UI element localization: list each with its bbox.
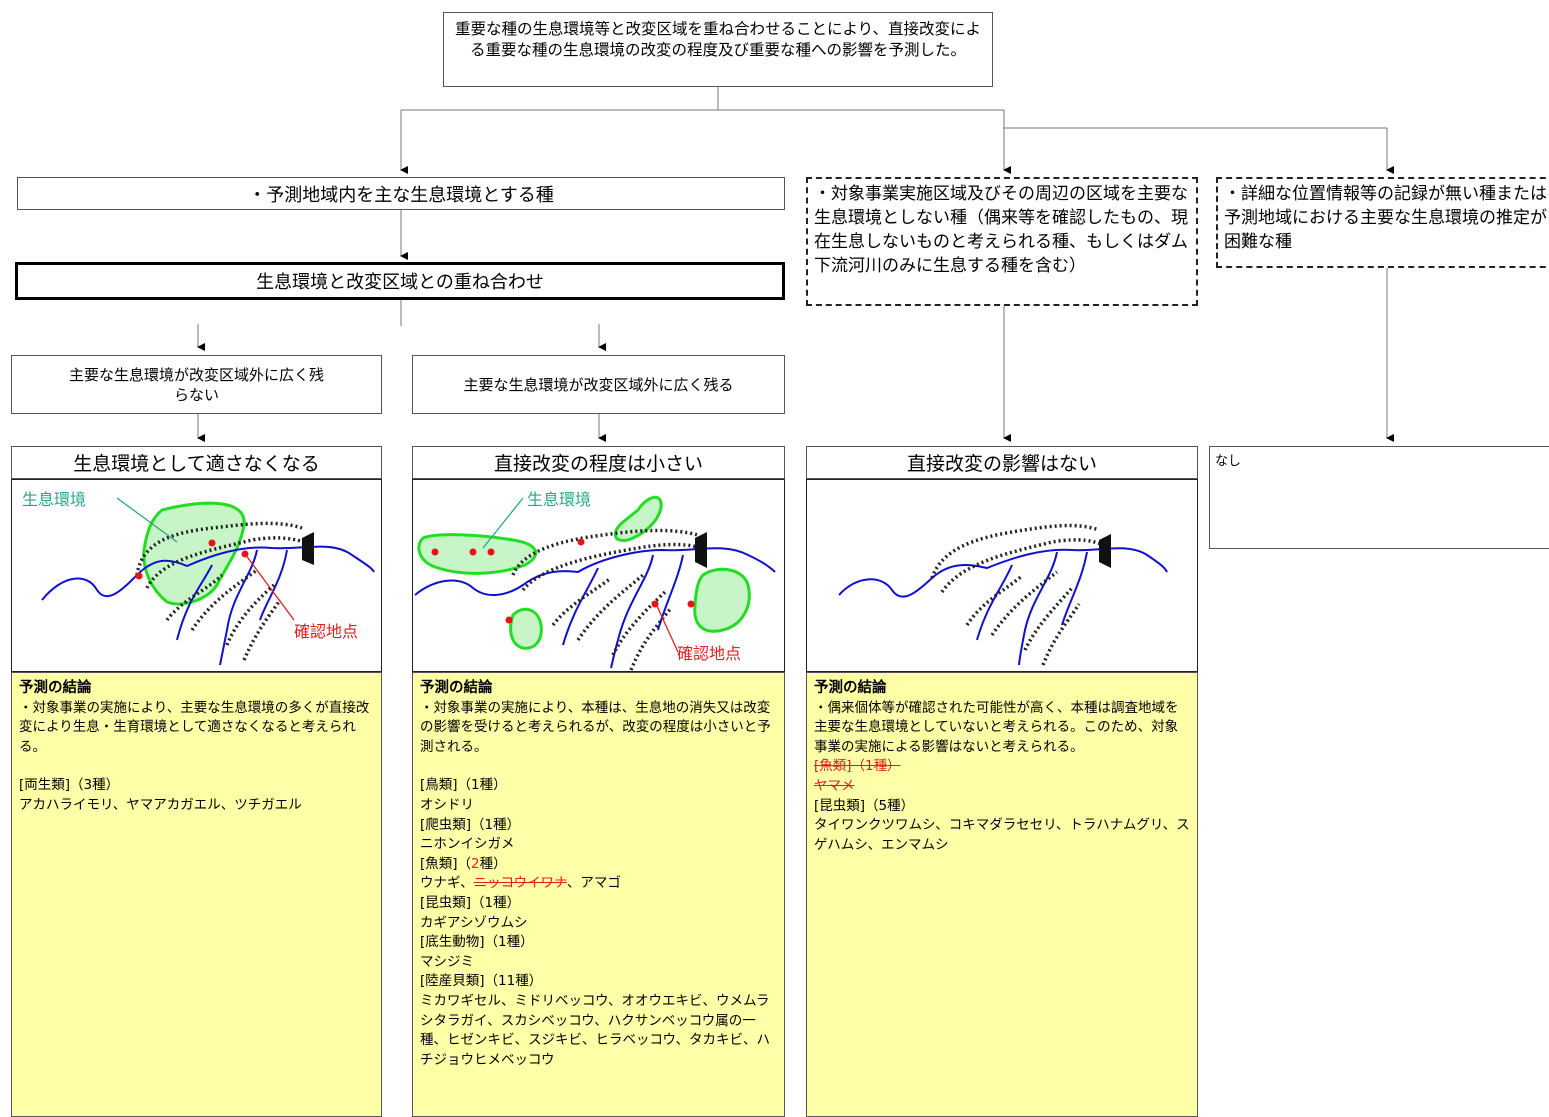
col3-result: 予測の結論 ・偶来個体等が確認された可能性が高く、本種は調査地域を主要な生息環境…	[806, 672, 1198, 1117]
col2-header-label: 直接改変の程度は小さい	[493, 453, 703, 475]
species-land-snails: ミカワギセル、ミドリベッコウ、オオウエキビ、ウメムラシタラガイ、スカシベッコウ、…	[420, 992, 771, 1068]
point-leader-line	[244, 553, 295, 621]
conclusion-text: ・対象事業の実施により、本種は、生息地の消失又は改変の影響を受けると考えられるが…	[420, 699, 771, 755]
habitat-label: 生息環境	[527, 490, 592, 509]
dam	[302, 532, 314, 565]
habitat-leader-line	[116, 497, 178, 543]
habitat-area	[509, 607, 543, 650]
species-insects: タイワンクツワムシ、コキマダラセセリ、トラハナムグリ、スゲハムシ、エンマムシ	[814, 817, 1190, 853]
col3-header: 直接改変の影響はない	[806, 446, 1198, 479]
col4-none-label: なし	[1215, 454, 1242, 469]
col1-map	[41, 497, 375, 666]
group-amphibians: [両生類]（3種）	[19, 777, 120, 794]
species-reptiles: ニホンイシガメ	[420, 836, 515, 853]
species-fish-deleted: ニッコウイワナ	[473, 875, 567, 892]
observation-point	[687, 600, 695, 608]
species-fish-2: 、アマゴ	[566, 875, 621, 892]
branch-outside-label: ・対象事業実施区域及びその周辺の区域を主要な生息環境としない種（偶来等を確認した…	[814, 184, 1188, 276]
river-branches	[976, 551, 1088, 666]
observation-point-label: 確認地点	[294, 622, 359, 641]
habitat-area	[693, 567, 751, 633]
group-fish-deleted: [魚類]（1種）	[814, 758, 901, 775]
col4-box: なし	[1209, 446, 1549, 549]
conclusion-title: 予測の結論	[814, 680, 887, 696]
col2-result: 予測の結論 ・対象事業の実施により、本種は、生息地の消失又は改変の影響を受けると…	[412, 672, 785, 1117]
conclusion-text: ・対象事業の実施により、主要な生息環境の多くが直接改変により生息・生育環境として…	[19, 699, 370, 755]
col1-header-label: 生息環境として適さなくなる	[73, 453, 320, 475]
method-description-box: 重要な種の生息環境等と改変区域を重ね合わせることにより、直接改変による重要な種の…	[443, 12, 993, 87]
observation-point	[487, 548, 495, 556]
col2-map	[414, 495, 776, 671]
col2-header: 直接改変の程度は小さい	[412, 446, 785, 479]
species-fish-deleted: ヤマメ	[814, 777, 855, 794]
river-main	[838, 547, 1168, 598]
point-leader-line	[656, 605, 679, 653]
observation-point	[135, 572, 143, 580]
observation-point	[577, 538, 585, 546]
overlay-box: 生息環境と改変区域との重ね合わせ	[15, 262, 785, 300]
overlay-label: 生息環境と改変区域との重ね合わせ	[256, 272, 544, 293]
group-insects: [昆虫類]（1種）	[420, 894, 521, 911]
modification-boundary	[135, 521, 305, 661]
river-branches	[176, 549, 288, 666]
modification-boundary	[511, 528, 701, 671]
col2-illustration: 生息環境 確認地点	[412, 479, 785, 672]
col1-illustration: 生息環境 確認地点	[11, 479, 382, 672]
group-fish-suffix: 種）	[479, 855, 507, 872]
group-fish-count: 2	[471, 855, 480, 872]
river-branches	[562, 554, 684, 669]
observation-point	[505, 616, 513, 624]
conclusion-text: ・偶来個体等が確認された可能性が高く、本種は調査地域を主要な生息環境としていない…	[814, 699, 1179, 755]
branch-unknown-label: ・詳細な位置情報等の記録が無い種または予測地域における主要な生息環境の推定が困難…	[1224, 184, 1547, 252]
species-insects: カギアシゾウムシ	[420, 914, 528, 931]
observation-point	[431, 548, 439, 556]
group-birds: [鳥類]（1種）	[420, 777, 507, 794]
condition-remain: 主要な生息環境が改変区域外に広く残る	[412, 355, 785, 414]
method-description: 重要な種の生息環境等と改変区域を重ね合わせることにより、直接改変による重要な種の…	[454, 20, 982, 59]
observation-point-label: 確認地点	[677, 644, 742, 663]
habitat-label: 生息環境	[22, 490, 87, 509]
species-benthos: マシジミ	[420, 953, 474, 970]
col3-illustration	[806, 479, 1198, 672]
dam	[695, 532, 707, 568]
river-main	[414, 547, 776, 596]
condition-not-remain: 主要な生息環境が改変区域外に広く残らない	[11, 355, 382, 414]
river-main	[41, 545, 375, 601]
group-fish-prefix: [魚類]（	[420, 855, 472, 872]
species-fish: ウナギ、ニッコウイワナ、アマゴ	[420, 874, 777, 894]
branch-unknown-habitat: ・詳細な位置情報等の記録が無い種または予測地域における主要な生息環境の推定が困難…	[1216, 177, 1549, 268]
condition-remain-label: 主要な生息環境が改変区域外に広く残る	[463, 375, 734, 394]
branch-outside-habitat: ・対象事業実施区域及びその周辺の区域を主要な生息環境としない種（偶来等を確認した…	[806, 177, 1198, 306]
conclusion-title: 予測の結論	[420, 680, 493, 696]
dam	[1099, 534, 1111, 568]
species-fish-1: ウナギ、	[420, 875, 474, 892]
observation-point	[208, 539, 216, 547]
condition-not-remain-label: 主要な生息環境が改変区域外に広く残らない	[68, 365, 324, 404]
branch-main-habitat: ・予測地域内を主な生息環境とする種	[17, 177, 785, 210]
observation-point	[469, 548, 477, 556]
conclusion-title: 予測の結論	[19, 680, 92, 696]
group-insects: [昆虫類]（5種）	[814, 797, 915, 814]
modification-boundary	[930, 523, 1102, 666]
species-amphibians: アカハライモリ、ヤマアカガエル、ツチガエル	[19, 796, 302, 813]
species-birds: オシドリ	[420, 796, 474, 813]
col1-result: 予測の結論 ・対象事業の実施により、主要な生息環境の多くが直接改変により生息・生…	[11, 672, 382, 1117]
group-fish: [魚類]（2種）	[420, 855, 777, 875]
group-land-snails: [陸産貝類]（11種）	[420, 973, 543, 990]
group-reptiles: [爬虫類]（1種）	[420, 816, 521, 833]
col1-header: 生息環境として適さなくなる	[11, 446, 382, 479]
branch-main-habitat-label: ・予測地域内を主な生息環境とする種	[248, 184, 554, 206]
col3-header-label: 直接改変の影響はない	[906, 453, 1097, 475]
habitat-leader-line	[482, 497, 524, 549]
col3-map	[838, 523, 1168, 666]
group-benthos: [底生動物]（1種）	[420, 934, 534, 951]
observation-point	[651, 600, 659, 608]
habitat-area	[417, 533, 538, 575]
